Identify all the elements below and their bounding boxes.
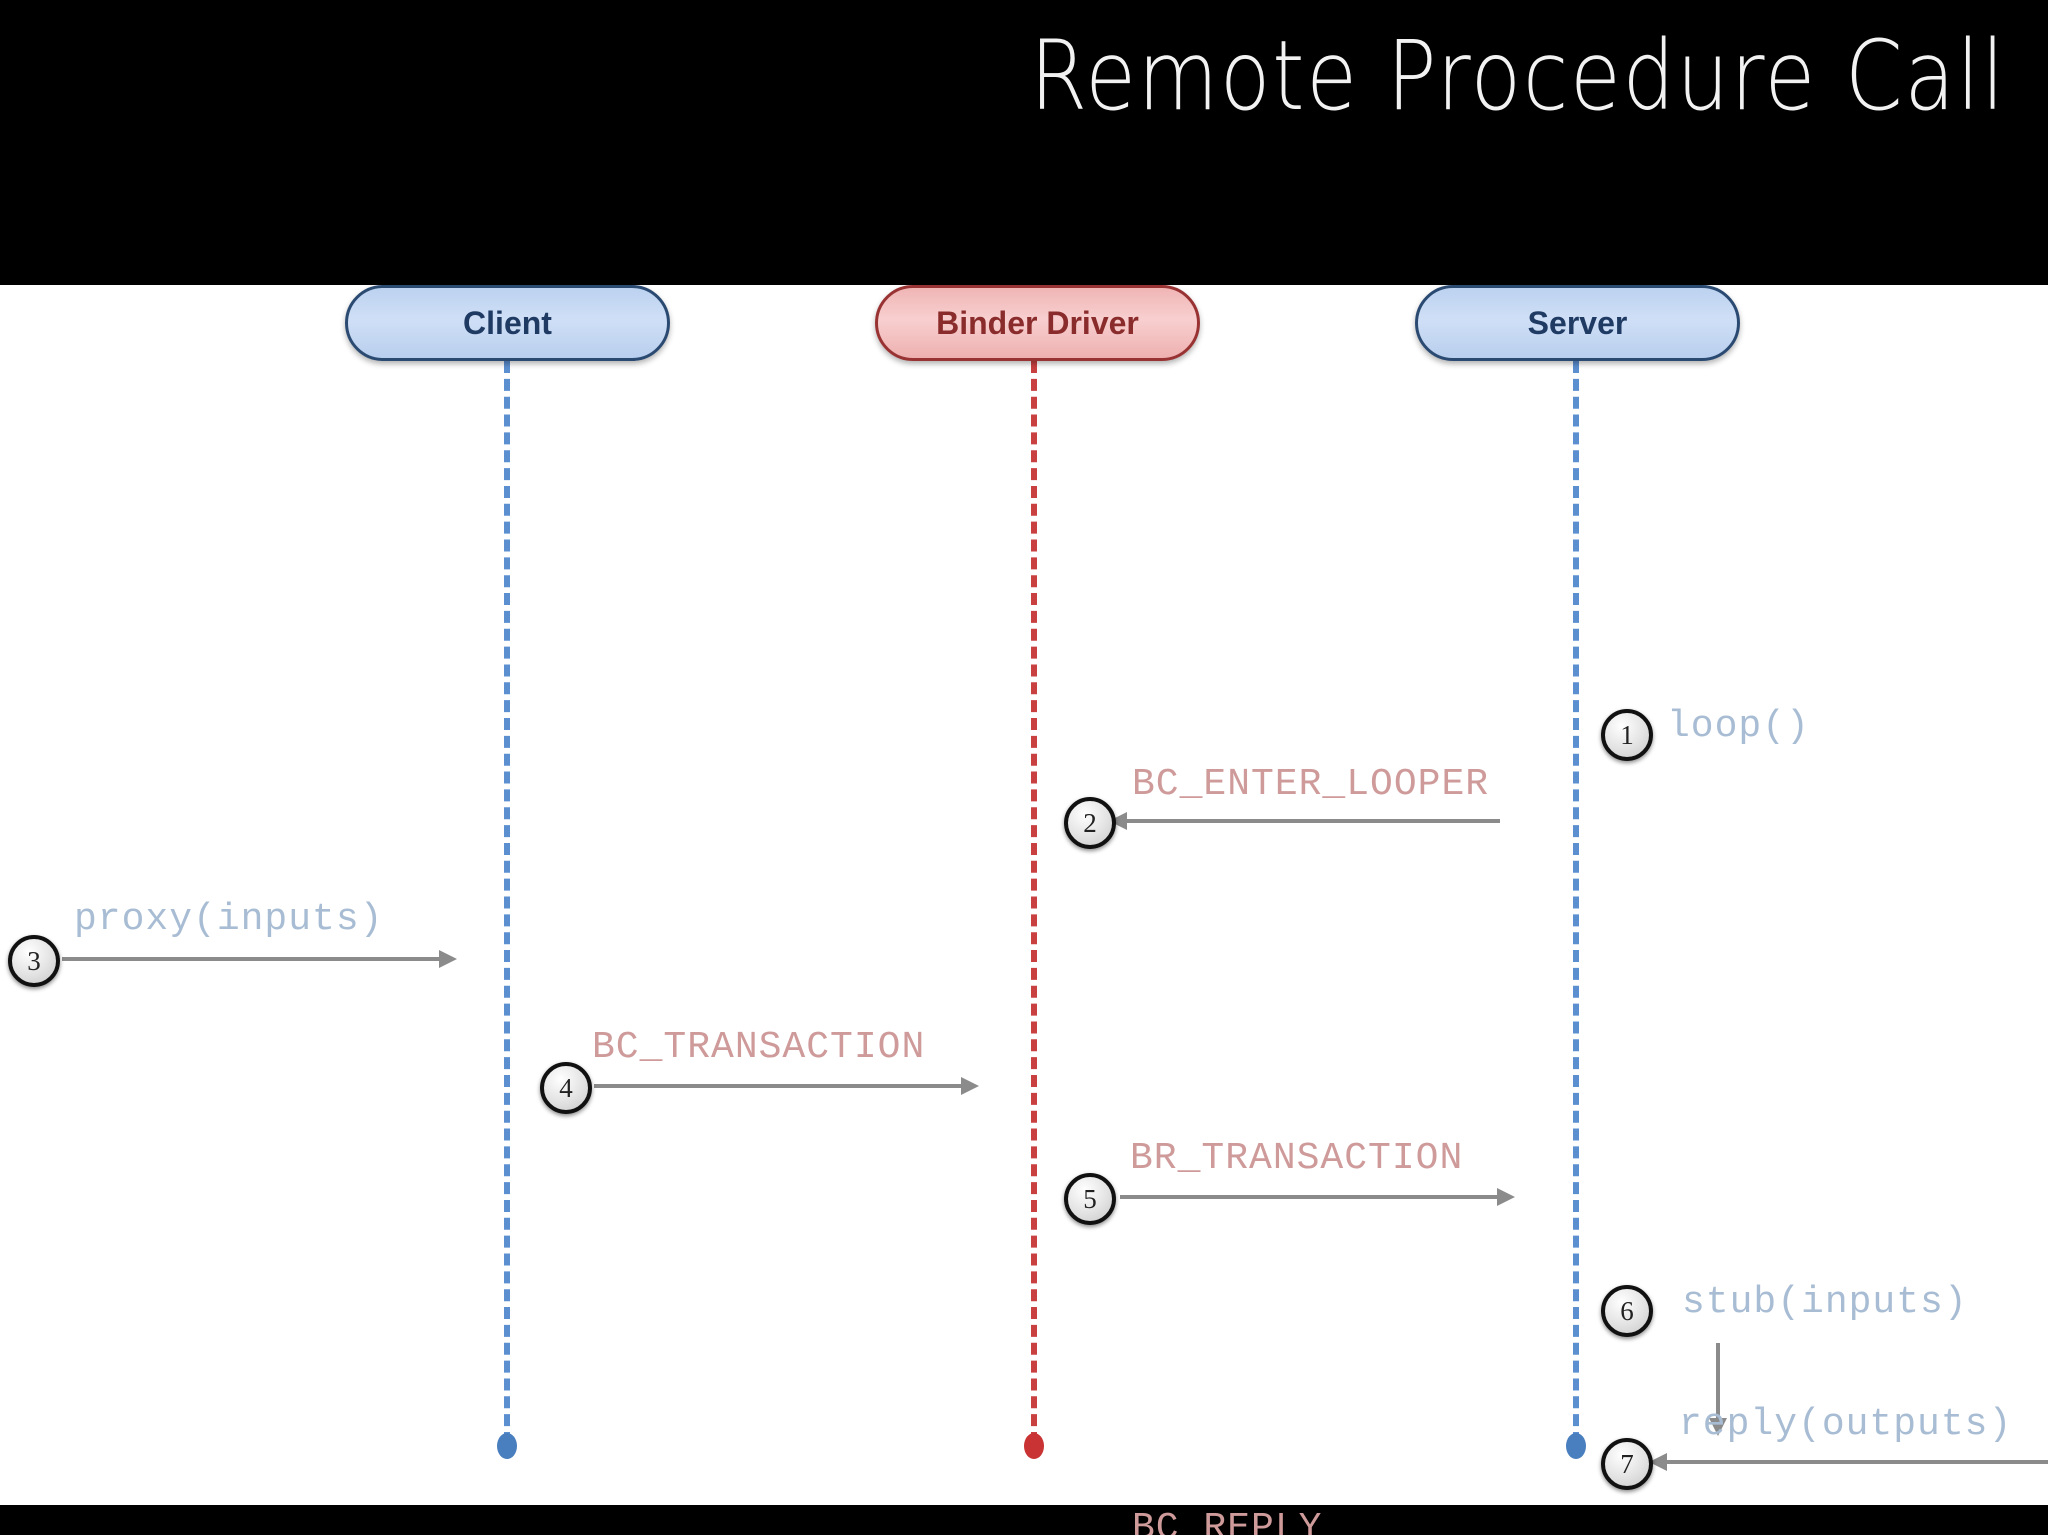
lane-header-server-label: Server — [1527, 304, 1628, 341]
step-arrow-2 — [1109, 812, 1500, 830]
step-label-4: BC_TRANSACTION — [592, 1026, 926, 1069]
step-arrow-3 — [62, 950, 457, 968]
step-label-5: BR_TRANSACTION — [1130, 1137, 1464, 1180]
arrowhead-down-icon — [1709, 1418, 1727, 1436]
arrowhead-right-icon — [1497, 1188, 1515, 1206]
step-badge-1[interactable]: 1 — [1601, 709, 1653, 761]
lifeline-end-dot-binder-driver — [1024, 1433, 1044, 1459]
lifeline-end-dot-server — [1566, 1433, 1586, 1459]
lane-header-binder-driver[interactable]: Binder Driver — [875, 285, 1200, 361]
arrowhead-right-icon — [439, 950, 457, 968]
footer-band — [0, 1505, 2048, 1535]
step-arrow-5 — [1120, 1188, 1515, 1206]
lifeline-server — [1573, 361, 1579, 1444]
step-label-1: loop() — [1667, 705, 1810, 748]
arrowhead-left-icon — [1649, 1453, 1667, 1471]
lane-header-server[interactable]: Server — [1415, 285, 1740, 361]
step-badge-7[interactable]: 7 — [1601, 1438, 1653, 1490]
lane-header-client[interactable]: Client — [345, 285, 670, 361]
title-band — [0, 0, 2048, 285]
step-label-2: BC_ENTER_LOOPER — [1132, 763, 1490, 806]
step-badge-4[interactable]: 4 — [540, 1062, 592, 1114]
lifeline-client — [504, 361, 510, 1444]
step-badge-5[interactable]: 5 — [1064, 1173, 1116, 1225]
step-badge-3[interactable]: 3 — [8, 935, 60, 987]
page-title: Remote Procedure Call — [1029, 20, 2006, 132]
step-badge-6[interactable]: 6 — [1601, 1285, 1653, 1337]
lane-header-binder-driver-label: Binder Driver — [936, 304, 1139, 341]
lifeline-binder-driver — [1031, 361, 1037, 1444]
lifeline-end-dot-client — [497, 1433, 517, 1459]
arrowhead-right-icon — [961, 1077, 979, 1095]
step-arrow-6 — [1709, 1343, 1727, 1436]
step-arrow-4 — [594, 1077, 979, 1095]
sequence-diagram-canvas: Client Binder Driver Server 1 loop() 2 B… — [0, 285, 2048, 1535]
lane-header-client-label: Client — [463, 304, 552, 341]
step-arrow-7 — [1649, 1453, 2048, 1471]
step-badge-2[interactable]: 2 — [1064, 797, 1116, 849]
step-label-7: reply(outputs) — [1679, 1403, 2013, 1446]
step-label-6: stub(inputs) — [1682, 1281, 1968, 1324]
step-label-3: proxy(inputs) — [74, 898, 384, 941]
step-label-8: BC_REPLY — [1132, 1507, 1323, 1535]
